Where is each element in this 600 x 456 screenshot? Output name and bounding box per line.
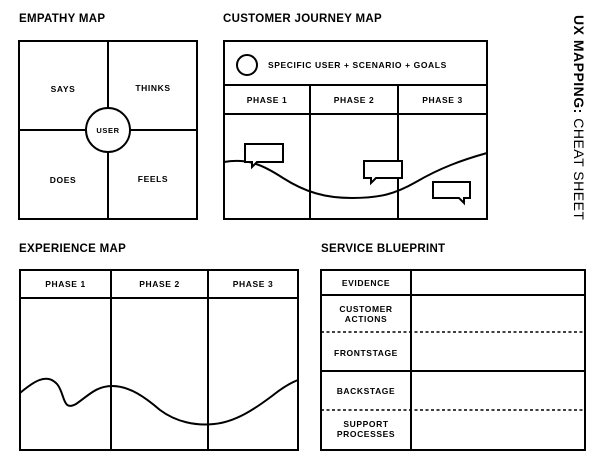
blueprint-row-customer-actions: CUSTOMER ACTIONS xyxy=(339,304,393,324)
journey-map-frame xyxy=(223,40,488,220)
says-quadrant-label: SAYS xyxy=(50,84,76,94)
persona-circle xyxy=(236,54,258,76)
journey-map-title: CUSTOMER JOURNEY MAP xyxy=(223,13,382,25)
blueprint-row-evidence: EVIDENCE xyxy=(341,278,391,288)
heading-light-part: CHEAT SHEET xyxy=(571,118,587,221)
speech-bubble-icon xyxy=(363,160,403,186)
experience-map-frame xyxy=(19,269,299,451)
user-circle xyxy=(85,107,131,153)
experience-phase-3: PHASE 3 xyxy=(232,279,274,289)
thinks-quadrant-label: THINKS xyxy=(135,83,171,93)
blueprint-row-backstage: BACKSTAGE xyxy=(336,386,396,396)
heading-bold-part: UX MAPPING: xyxy=(571,15,587,114)
user-label: USER xyxy=(96,126,120,135)
journey-phase-3: PHASE 3 xyxy=(422,95,463,105)
feels-quadrant-label: FEELS xyxy=(137,174,169,184)
service-blueprint-title: SERVICE BLUEPRINT xyxy=(321,243,446,255)
experience-phase-2: PHASE 2 xyxy=(139,279,180,289)
blueprint-row-frontstage: FRONTSTAGE xyxy=(334,348,398,358)
blueprint-row-support-processes: SUPPORT PROCESSES xyxy=(336,419,396,439)
journey-header-label: SPECIFIC USER + SCENARIO + GOALS xyxy=(268,60,447,70)
experience-map-title: EXPERIENCE MAP xyxy=(19,243,127,255)
speech-bubble-icon xyxy=(244,143,284,170)
journey-phase-2: PHASE 2 xyxy=(333,95,375,105)
empathy-map-title: EMPATHY MAP xyxy=(19,13,106,25)
journey-phase-1: PHASE 1 xyxy=(246,95,288,105)
service-blueprint-frame xyxy=(320,269,586,451)
does-quadrant-label: DOES xyxy=(49,175,77,185)
cheat-sheet-heading: UX MAPPING: CHEAT SHEET xyxy=(567,15,587,225)
experience-curve xyxy=(19,377,299,426)
speech-bubble-icon xyxy=(432,181,471,206)
experience-phase-1: PHASE 1 xyxy=(45,279,86,289)
journey-curve xyxy=(223,152,488,200)
